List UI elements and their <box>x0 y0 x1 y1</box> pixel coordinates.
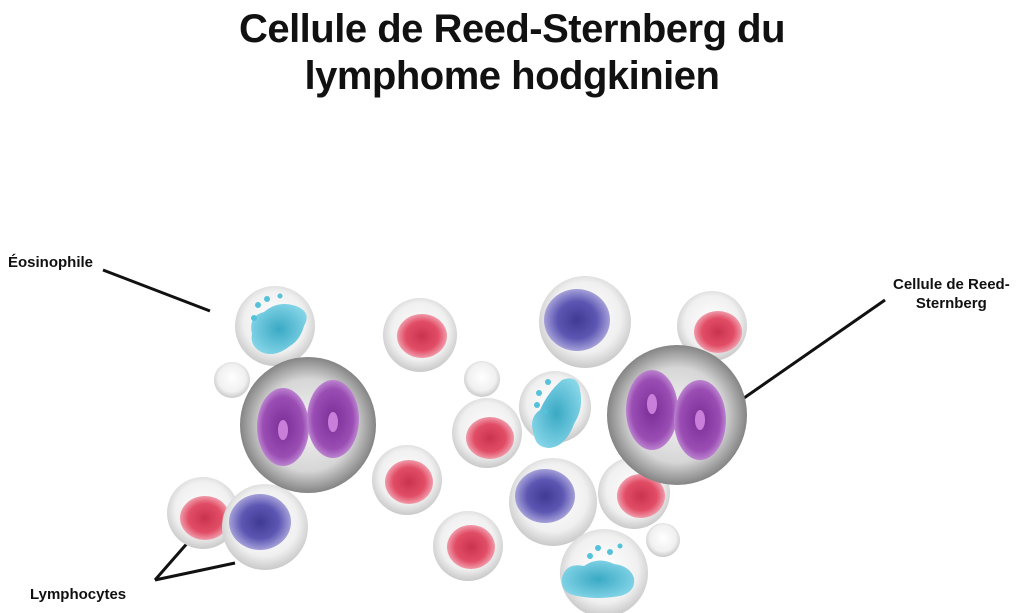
blue-nucleus-cell <box>509 458 597 546</box>
reed-sternberg-leader-line <box>743 298 886 400</box>
red-nucleus-cell <box>677 291 747 361</box>
eosinophil-cell <box>560 529 648 613</box>
red-nucleus-cell <box>372 445 442 515</box>
small-cell <box>214 362 250 398</box>
title-line-2: lymphome hodgkinien <box>304 54 720 98</box>
reed-sternberg-label-line-1: Cellule de Reed- <box>893 276 1010 293</box>
eosinophil-label: Éosinophile <box>8 254 94 271</box>
red-nucleus-cell <box>383 298 457 372</box>
lymphocyte-cell <box>222 484 308 570</box>
eosinophil-cell <box>519 371 591 448</box>
eosinophil-cell <box>235 286 315 366</box>
lymphocyte-leader-line-1 <box>153 539 192 581</box>
small-cell <box>646 523 680 557</box>
small-cell <box>464 361 500 397</box>
red-nucleus-cell <box>433 511 503 581</box>
lymphocytes-label: Lymphocytes <box>30 586 127 603</box>
reed-sternberg-label: Cellule de Reed- Sternberg <box>893 275 1010 313</box>
eosinophil-leader-line <box>102 268 211 313</box>
page-title: Cellule de Reed-Sternberg du lymphome ho… <box>0 6 1024 100</box>
blue-nucleus-cell <box>539 276 631 368</box>
lymphocyte-cell <box>167 477 239 549</box>
leader-lines <box>102 268 886 582</box>
red-nucleus-cell <box>452 398 522 468</box>
lymphocyte-leader-line-2 <box>154 561 236 582</box>
reed-sternberg-cell <box>240 357 376 493</box>
reed-sternberg-label-line-2: Sternberg <box>915 295 987 312</box>
reed-sternberg-cell <box>607 345 747 485</box>
title-line-1: Cellule de Reed-Sternberg du <box>238 7 786 51</box>
